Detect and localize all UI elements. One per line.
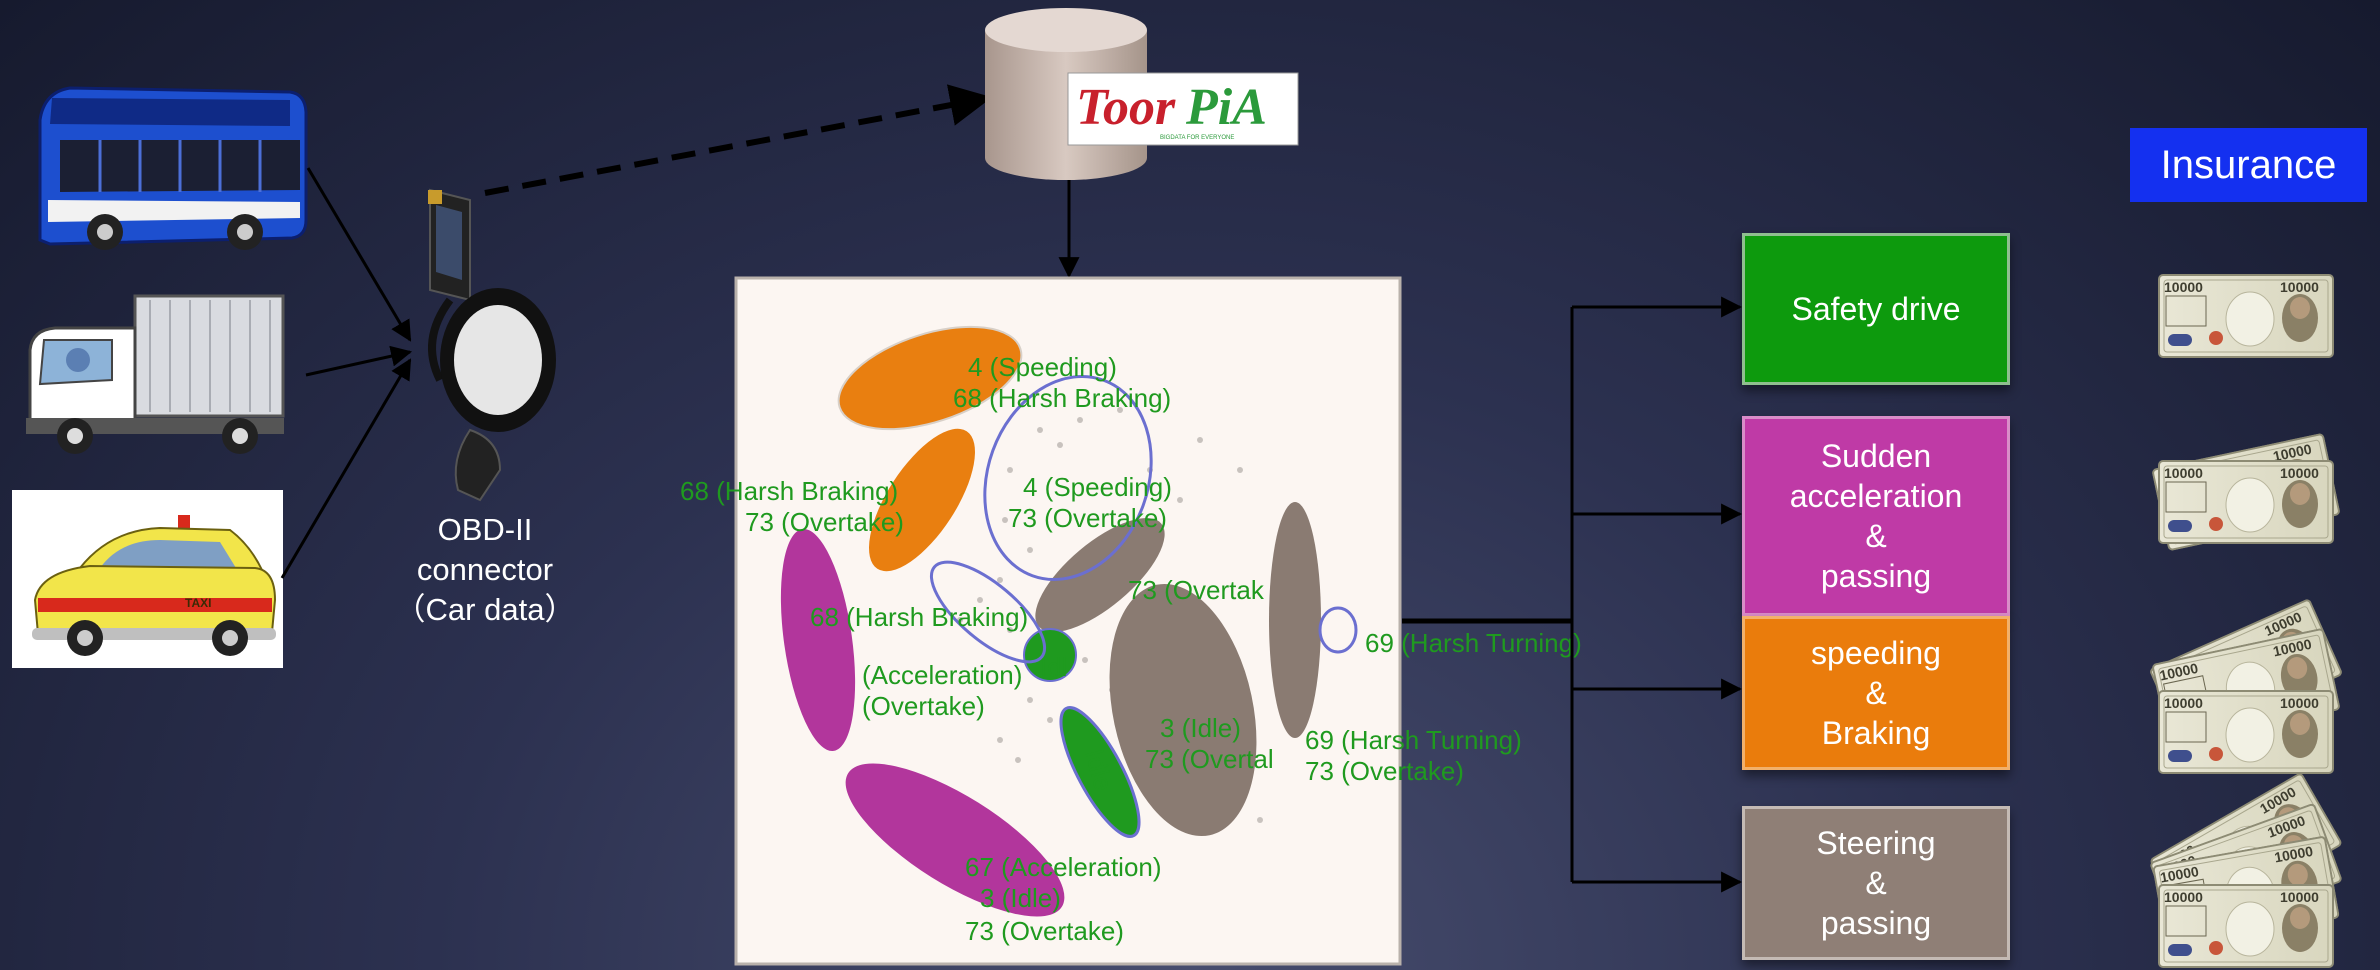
cluster-panel: 4 (Speeding) 68 (Harsh Braking) 68 (Hars… — [680, 276, 1582, 966]
banknote-1x-icon — [2158, 274, 2334, 358]
insurance-header: Insurance — [2130, 128, 2367, 202]
banknote-3x-icon — [2148, 598, 2344, 774]
cluster-label-overtake-idle: 73 (Overtal — [1145, 744, 1274, 774]
cluster-label-overtake-mid: 73 (Overtak — [1128, 575, 1265, 605]
category-speeding-braking: speeding & Braking — [1742, 616, 2010, 770]
cluster-label-overtake-left: 73 (Overtake) — [745, 507, 904, 537]
cluster-label-speeding-center: 4 (Speeding) — [1023, 472, 1172, 502]
toorpia-logo: Toor PiA BIGDATA FOR EVERYONE — [1067, 72, 1299, 146]
cluster-label-braking-top: 68 (Harsh Braking) — [953, 383, 1171, 413]
cluster-label-overtake-center: 73 (Overtake) — [1008, 503, 1167, 533]
cluster-label-speeding-top: 4 (Speeding) — [968, 352, 1117, 382]
cluster-label-turning: 69 (Harsh Turning) — [1305, 725, 1522, 755]
category-arrows — [1402, 296, 1743, 893]
cluster-label-turning-edge: 69 (Harsh Turning) — [1365, 628, 1582, 658]
category-speeding-braking-label: speeding & Braking — [1811, 635, 1941, 751]
taxi-icon: TAXI — [12, 490, 283, 668]
cluster-label-idle-bottom: 3 (Idle) — [980, 883, 1061, 913]
cluster-label-overtake-bottom: 73 (Overtake) — [965, 916, 1124, 946]
cluster-label-braking-mid: 68 (Harsh Braking) — [810, 602, 1028, 632]
cluster-label-overtake-right: 73 (Overtake) — [1305, 756, 1464, 786]
obd-connector-icon — [428, 188, 556, 502]
cluster-label-braking-left: 68 (Harsh Braking) — [680, 476, 898, 506]
category-steering-passing: Steering & passing — [1742, 806, 2010, 960]
cluster-label-idle-dot: Idl — [1040, 652, 1067, 682]
category-steering-passing-label: Steering & passing — [1816, 825, 1936, 941]
truck-icon — [26, 294, 285, 454]
svg-text:Toor: Toor — [1076, 79, 1176, 136]
taxi-sign-text: TAXI — [185, 596, 211, 610]
svg-text:PiA: PiA — [1185, 79, 1267, 136]
bus-icon — [38, 86, 308, 250]
category-safety-drive-label: Safety drive — [1791, 291, 1961, 327]
vehicle-arrows — [280, 167, 413, 579]
cluster-label-acceleration-mid: (Acceleration) — [862, 660, 1022, 690]
cluster-label-idle: 3 (Idle) — [1160, 713, 1241, 743]
category-sudden-acceleration: Sudden acceleration & passing — [1742, 416, 2010, 616]
obd-connector-label: OBD-II connector （Car data） — [394, 512, 576, 627]
svg-text:BIGDATA FOR EVERYONE: BIGDATA FOR EVERYONE — [1160, 135, 1234, 141]
banknote-4x-icon — [2149, 771, 2343, 968]
category-sudden-acceleration-label: Sudden acceleration & passing — [1789, 438, 1963, 594]
cluster-label-acceleration-bottom: 67 (Acceleration) — [965, 852, 1162, 882]
banknote-2x-icon — [2151, 432, 2341, 552]
category-safety-drive: Safety drive — [1742, 233, 2010, 385]
cluster-label-overtake-mid-left: (Overtake) — [862, 691, 985, 721]
data-upload-arrow — [484, 84, 993, 196]
